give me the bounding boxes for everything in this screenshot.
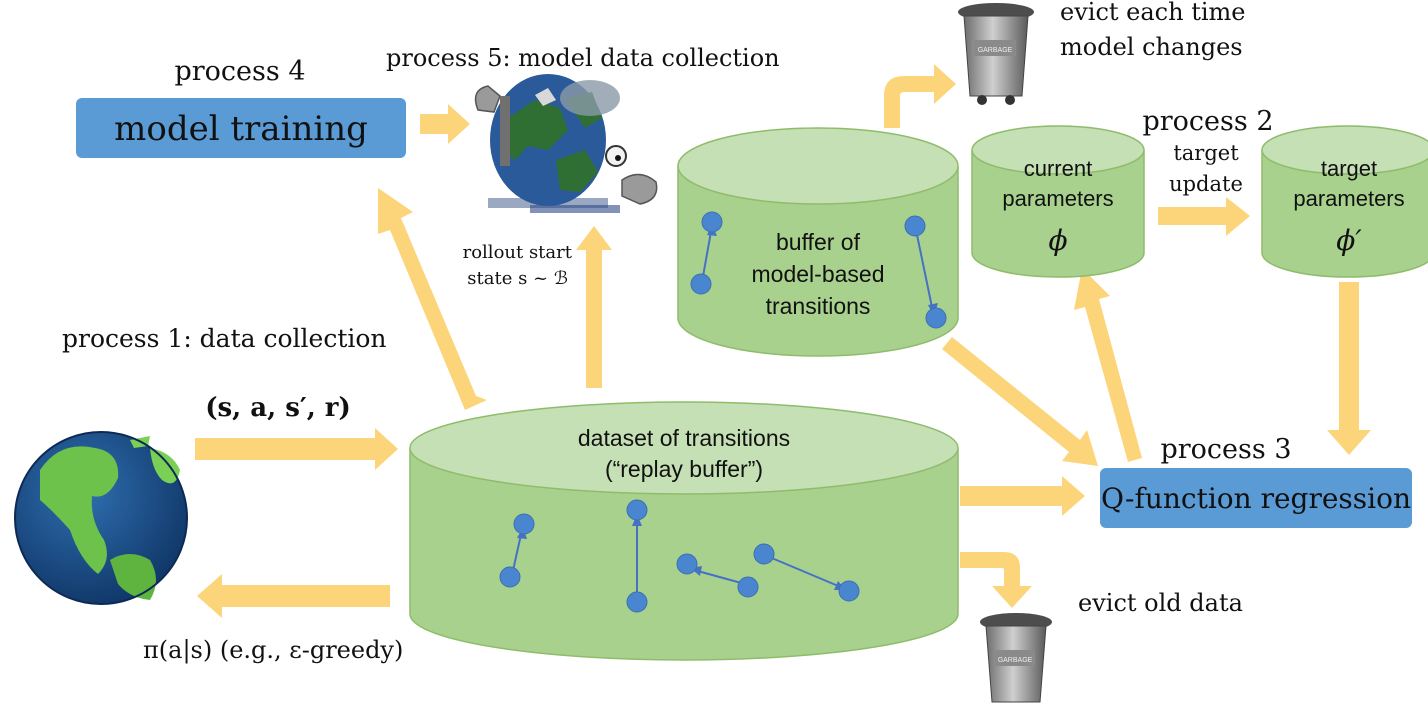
dataset-line1: dataset of transitions [578, 425, 790, 451]
arrow-dataset-to-world [197, 574, 390, 618]
arrow-dataset-to-model-training [378, 188, 487, 410]
dataset-transition-4 [753, 543, 860, 602]
dataset-transition-1 [499, 513, 535, 588]
arrow-dataset-to-regression [960, 476, 1085, 516]
arrow-model-buffer-to-regression [942, 337, 1098, 466]
process1-title: process 1: data collection [62, 324, 387, 353]
arrow-model-training-to-collection [420, 104, 470, 144]
dataset-line2: (“replay buffer”) [605, 456, 763, 482]
garbage-can-icon: GARBAGE [980, 613, 1052, 703]
transition-tuple: (s, a, s′, r) [205, 393, 351, 423]
dataset-transition-3 [676, 553, 759, 598]
model-buffer-line1: buffer of [776, 229, 861, 255]
model-buffer-transition-left [690, 211, 723, 295]
model-training-label: model training [114, 109, 368, 149]
robot-holding-world-icon [474, 74, 658, 213]
dataset-transition-2 [626, 499, 648, 613]
process4-title: process 4 [174, 56, 305, 87]
process3-title: process 3 [1160, 434, 1291, 465]
rollout-label-line2: state s ~ ℬ [467, 268, 568, 289]
evict-old-label: evict old data [1078, 589, 1243, 617]
model-buffer-line3: transitions [766, 293, 871, 319]
arrow-model-buffer-to-evict [884, 64, 956, 128]
q-function-regression-label: Q-function regression [1101, 482, 1411, 515]
process5-title: process 5: model data collection [386, 44, 780, 72]
model-based-buffer-cylinder[interactable] [677, 127, 959, 357]
arrow-dataset-to-evict-old [960, 552, 1032, 608]
q-function-regression-box[interactable] [1100, 468, 1412, 528]
arrow-dataset-to-collection [576, 226, 612, 388]
model-buffer-line2: model-based [752, 261, 885, 287]
arrow-regression-to-current-params [1074, 268, 1142, 462]
rollout-label-line1: rollout start [463, 242, 573, 263]
model-training-box[interactable] [76, 98, 406, 158]
garbage-can-label: GARBAGE [998, 657, 1033, 664]
evict-model-line2: model changes [1060, 33, 1243, 61]
target-update-line2: update [1169, 172, 1243, 196]
current-params-line2: parameters [1002, 186, 1113, 211]
process2-title: process 2 [1142, 106, 1273, 137]
earth-globe-icon [14, 431, 188, 605]
garbage-can-label: GARBAGE [978, 47, 1013, 54]
target-parameters-cylinder[interactable] [1261, 125, 1428, 278]
policy-label: π(a|s) (e.g., ε-greedy) [143, 636, 403, 665]
target-params-line1: target [1321, 156, 1377, 181]
evict-model-line1: evict each time [1060, 0, 1245, 26]
garbage-can-icon: GARBAGE [958, 3, 1034, 105]
arrow-target-params-to-regression [1327, 282, 1371, 455]
arrow-world-to-dataset [195, 428, 398, 470]
current-params-symbol: ϕ [1048, 224, 1067, 257]
target-params-line2: parameters [1293, 186, 1404, 211]
model-buffer-transition-right [904, 215, 947, 329]
target-params-symbol: ϕ′ [1336, 224, 1362, 257]
current-parameters-cylinder[interactable] [971, 125, 1145, 278]
arrow-current-to-target-params [1158, 197, 1250, 236]
current-params-line1: current [1024, 156, 1092, 181]
target-update-line1: target [1173, 141, 1239, 165]
